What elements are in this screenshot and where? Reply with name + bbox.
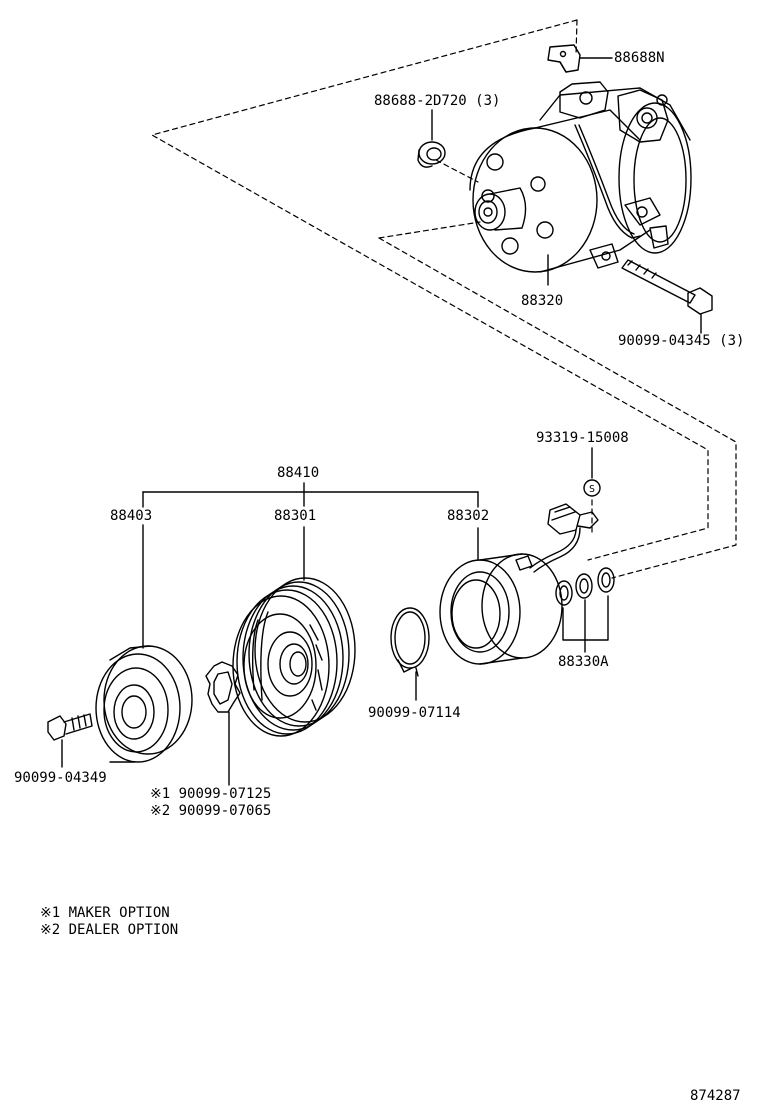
label-o-rings: 88330A <box>558 654 609 670</box>
diagram-id: 874287 <box>690 1088 741 1104</box>
shim-90099-07125 <box>205 661 241 786</box>
coil-connector <box>529 503 599 573</box>
plug-symbol: S <box>589 484 595 495</box>
compressor-88320 <box>469 81 692 286</box>
seal-ring-88688-2D720 <box>417 109 446 168</box>
plug-93319-15008 <box>583 447 601 497</box>
label-clutch-assy: 88410 <box>277 465 320 481</box>
bolt-90099-04349 <box>47 713 93 768</box>
label-seal-ring: 88688-2D720 (3) <box>374 93 501 109</box>
label-bolt-rear: 90099-04345 (3) <box>618 333 745 349</box>
label-compressor: 88320 <box>521 293 564 309</box>
label-shim-2: ※2 90099-07065 <box>150 803 272 819</box>
label-shim-1: ※1 90099-07125 <box>150 786 272 802</box>
label-bracket: 88688N <box>614 50 665 66</box>
label-plug: 93319-15008 <box>536 430 629 446</box>
coil-88302 <box>439 527 563 665</box>
hub-88403 <box>95 524 193 763</box>
label-hub: 88403 <box>110 508 153 524</box>
label-coil: 88302 <box>447 508 490 524</box>
o-rings-88330A <box>555 567 615 653</box>
snap-ring-90099-07114 <box>390 607 430 701</box>
pulley-88301 <box>232 526 356 737</box>
label-pulley: 88301 <box>274 508 317 524</box>
label-snap-ring: 90099-07114 <box>368 705 461 721</box>
note-dealer-option: ※2 DEALER OPTION <box>40 922 179 938</box>
bracket-88688N <box>547 44 613 73</box>
label-hub-bolt: 90099-04349 <box>14 770 107 786</box>
note-maker-option: ※1 MAKER OPTION <box>40 905 170 921</box>
clutch-group-bracket <box>142 482 479 508</box>
bolt-90099-04345 <box>621 259 713 334</box>
